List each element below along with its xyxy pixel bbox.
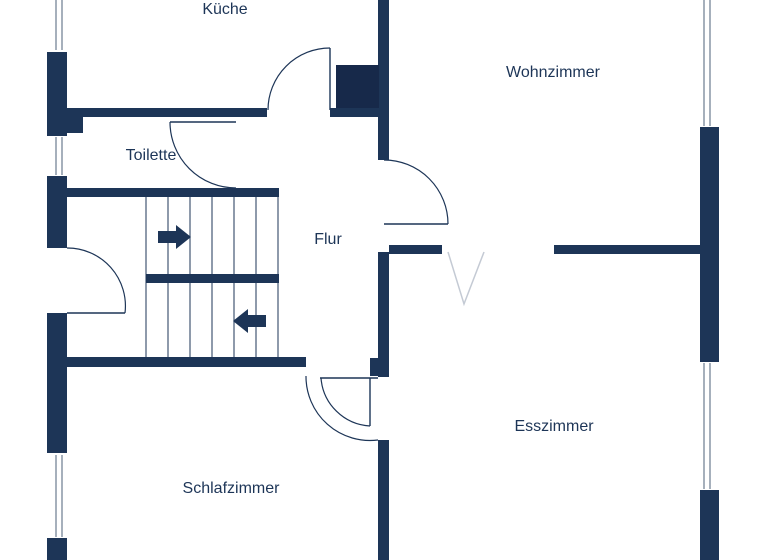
right-exterior-wall <box>700 127 719 560</box>
room-label-flur: Flur <box>314 231 342 248</box>
stair-arrow-left-icon <box>233 309 266 333</box>
room-label-schlafzimmer: Schlafzimmer <box>183 480 281 497</box>
left-windows <box>55 0 63 537</box>
room-label-wohnzimmer: Wohnzimmer <box>506 64 601 81</box>
room-label-esszimmer: Esszimmer <box>514 418 594 435</box>
central-wall <box>336 0 389 560</box>
watermark-logo <box>447 251 485 307</box>
doors <box>66 47 449 442</box>
right-windows <box>703 0 711 489</box>
staircase <box>145 197 279 357</box>
room-label-kueche: Küche <box>202 1 247 18</box>
stair-arrow-right-icon <box>158 225 191 249</box>
left-exterior-wall <box>47 52 67 560</box>
room-label-toilette: Toilette <box>126 147 177 164</box>
